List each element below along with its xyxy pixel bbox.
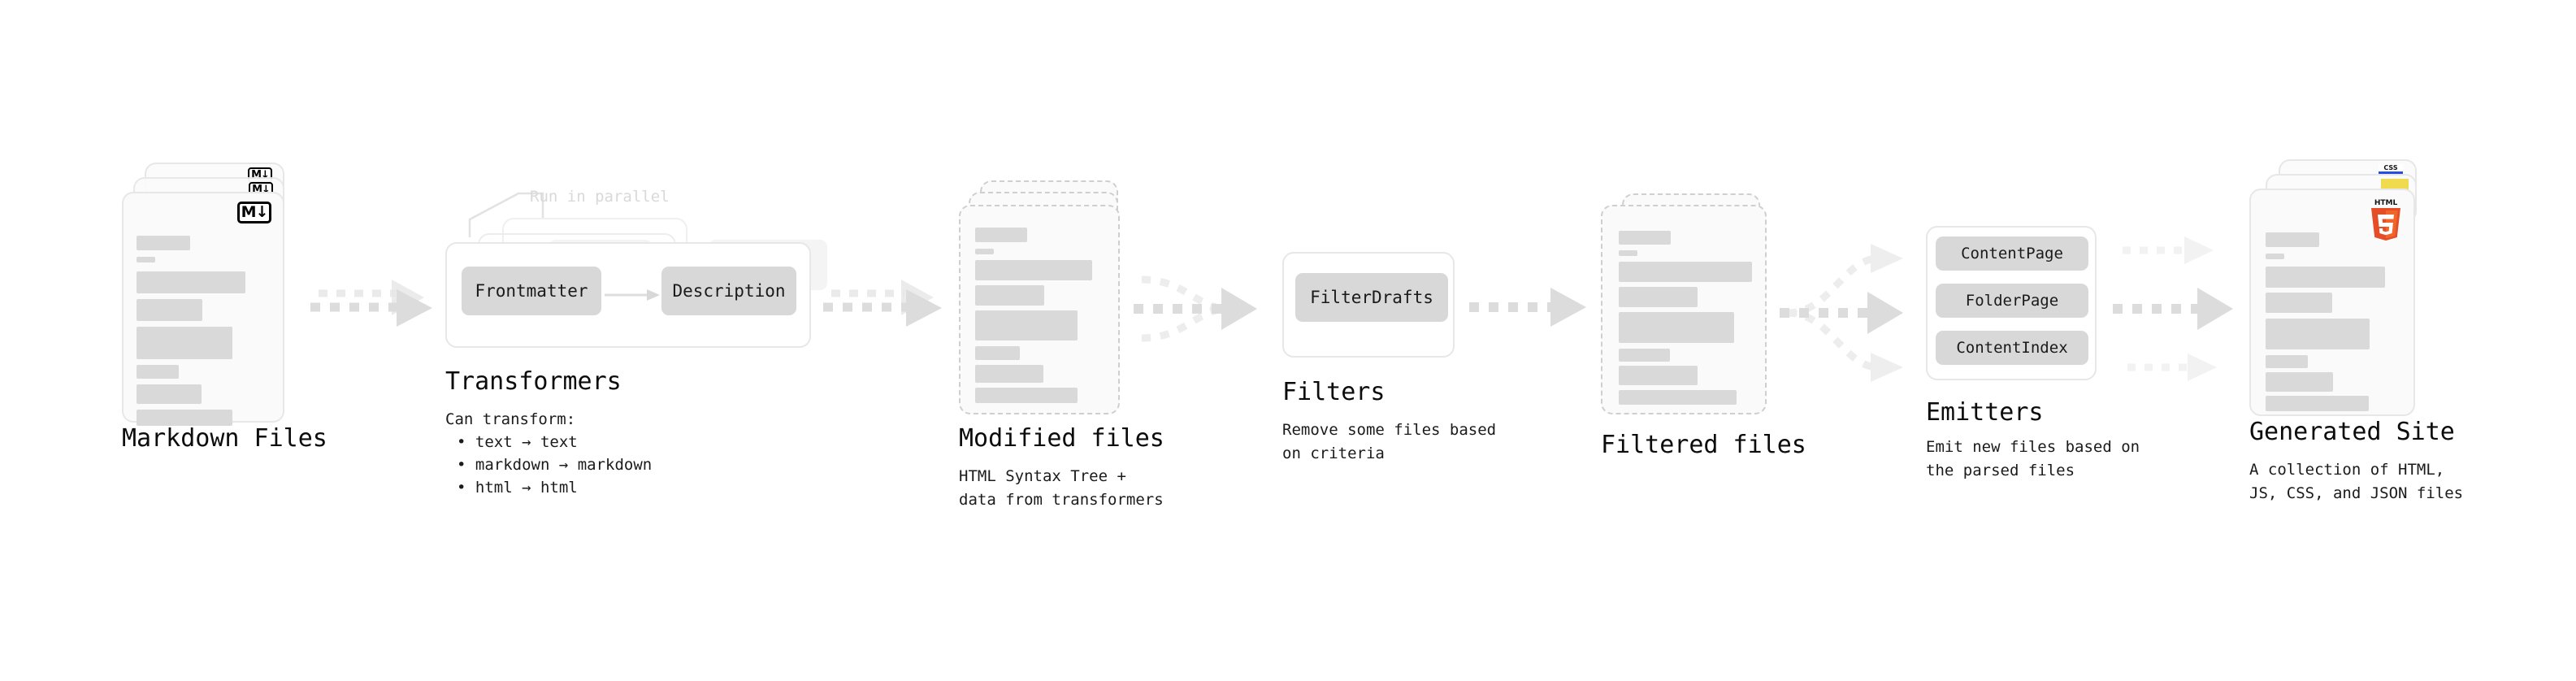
emitter-chip-folderpage[interactable]: FolderPage bbox=[1936, 284, 2088, 318]
filter-chip-filterdrafts[interactable]: FilterDrafts bbox=[1295, 273, 1448, 322]
skeleton-line bbox=[975, 228, 1027, 242]
skeleton-line bbox=[975, 310, 1078, 340]
transformer-chip-frontmatter[interactable]: Frontmatter bbox=[462, 267, 601, 315]
svg-text:HTML: HTML bbox=[2374, 199, 2398, 207]
emitter-chip-contentindex[interactable]: ContentIndex bbox=[1936, 331, 2088, 365]
skeleton-line bbox=[1619, 312, 1734, 343]
stage-title-modified: Modified files bbox=[959, 424, 1164, 453]
stage-title-filtered: Filtered files bbox=[1601, 431, 1806, 459]
stage-subtitle-transformers: Can transform: bbox=[445, 410, 576, 428]
transformer-chip-description[interactable]: Description bbox=[661, 267, 796, 315]
skeleton-line bbox=[137, 410, 232, 426]
transformers-bullet-0: • text → text bbox=[457, 433, 578, 451]
stage-subtitle-filters: Remove some files based on criteria bbox=[1282, 421, 1497, 462]
skeleton-line bbox=[2266, 232, 2319, 247]
modified-card-front bbox=[959, 205, 1120, 414]
skeleton-line bbox=[2266, 355, 2308, 368]
chip-label: Frontmatter bbox=[475, 281, 588, 301]
skeleton-line bbox=[975, 260, 1092, 280]
stage-title-emitters: Emitters bbox=[1926, 398, 2044, 427]
chip-label: Description bbox=[672, 281, 786, 301]
site-card-stack: CSS HTML bbox=[2249, 159, 2436, 419]
skeleton-line bbox=[2266, 319, 2370, 349]
connector-markdown-to-transformers bbox=[310, 276, 457, 341]
stage-markdown-files: M↓ M↓ M↓ Markdown Files bbox=[122, 163, 327, 453]
skeleton-line bbox=[975, 249, 994, 254]
connector-filters-to-filtered bbox=[1469, 286, 1599, 335]
skeleton-line bbox=[2266, 396, 2369, 411]
skeleton-line bbox=[1619, 366, 1698, 385]
stage-title-markdown: Markdown Files bbox=[122, 424, 327, 453]
skeleton-line bbox=[137, 299, 202, 321]
skeleton-line bbox=[2266, 267, 2385, 288]
run-in-parallel-label: Run in parallel bbox=[530, 188, 670, 206]
css-icon: CSS bbox=[2379, 164, 2403, 175]
skeleton-line bbox=[137, 327, 232, 359]
skeleton-line bbox=[137, 257, 155, 262]
stage-generated-site: CSS HTML bbox=[2249, 159, 2463, 502]
stage-title-filters: Filters bbox=[1282, 378, 1386, 406]
connector-transformers-to-modified bbox=[823, 276, 965, 341]
connector-filtered-to-emitters bbox=[1780, 244, 1934, 382]
stage-filtered-files: Filtered files bbox=[1601, 193, 1806, 459]
skeleton-line bbox=[137, 271, 245, 293]
transformers-bullet-2: • html → html bbox=[457, 479, 578, 497]
skeleton-line bbox=[137, 384, 202, 404]
skeleton-line bbox=[2266, 372, 2333, 392]
skeleton-line bbox=[2266, 254, 2284, 259]
stage-title-generated-site: Generated Site bbox=[2249, 418, 2455, 446]
stage-subtitle-modified: HTML Syntax Tree + data from transformer… bbox=[959, 467, 1164, 509]
skeleton-line bbox=[1619, 390, 1737, 405]
skeleton-line bbox=[975, 285, 1044, 306]
skeleton-line bbox=[975, 346, 1020, 360]
css-icon-label: CSS bbox=[2383, 164, 2398, 171]
filtered-card-stack bbox=[1601, 193, 1772, 437]
skeleton-line bbox=[1619, 231, 1671, 245]
skeleton-line bbox=[975, 388, 1078, 403]
stage-title-transformers: Transformers bbox=[445, 367, 622, 396]
connector-modified-to-filters bbox=[1134, 268, 1280, 358]
filtered-card-front bbox=[1601, 205, 1767, 414]
skeleton-line bbox=[137, 365, 179, 379]
modified-card-stack bbox=[959, 180, 1130, 424]
transformer-inner-arrow bbox=[605, 284, 670, 306]
chip-label: FolderPage bbox=[1965, 292, 2059, 310]
chip-label: FilterDrafts bbox=[1310, 288, 1433, 307]
skeleton-line bbox=[1619, 287, 1698, 307]
stage-subtitle-emitters: Emit new files based on the parsed files bbox=[1926, 438, 2140, 479]
skeleton-line bbox=[1619, 349, 1670, 362]
run-in-parallel-bracket bbox=[468, 187, 566, 244]
markdown-icon: M↓ bbox=[237, 202, 271, 223]
markdown-card-front: M↓ bbox=[122, 192, 284, 426]
skeleton-line bbox=[1619, 262, 1752, 282]
transformers-bullet-1: • markdown → markdown bbox=[457, 456, 653, 474]
connector-emitters-to-site bbox=[2113, 236, 2259, 382]
skeleton-line bbox=[975, 365, 1043, 383]
skeleton-line bbox=[137, 236, 190, 250]
emitter-chip-contentpage[interactable]: ContentPage bbox=[1936, 236, 2088, 271]
chip-label: ContentPage bbox=[1961, 245, 2063, 262]
skeleton-line bbox=[1619, 250, 1637, 256]
stage-subtitle-generated-site: A collection of HTML, JS, CSS, and JSON … bbox=[2249, 461, 2464, 502]
chip-label: ContentIndex bbox=[1956, 339, 2068, 357]
html5-icon: HTML bbox=[2368, 197, 2404, 242]
skeleton-line bbox=[2266, 293, 2332, 313]
stage-modified-files: Modified files HTML Syntax Tree + data f… bbox=[959, 180, 1164, 509]
site-card-front: HTML bbox=[2249, 189, 2415, 416]
markdown-card-stack: M↓ M↓ M↓ bbox=[122, 163, 293, 426]
